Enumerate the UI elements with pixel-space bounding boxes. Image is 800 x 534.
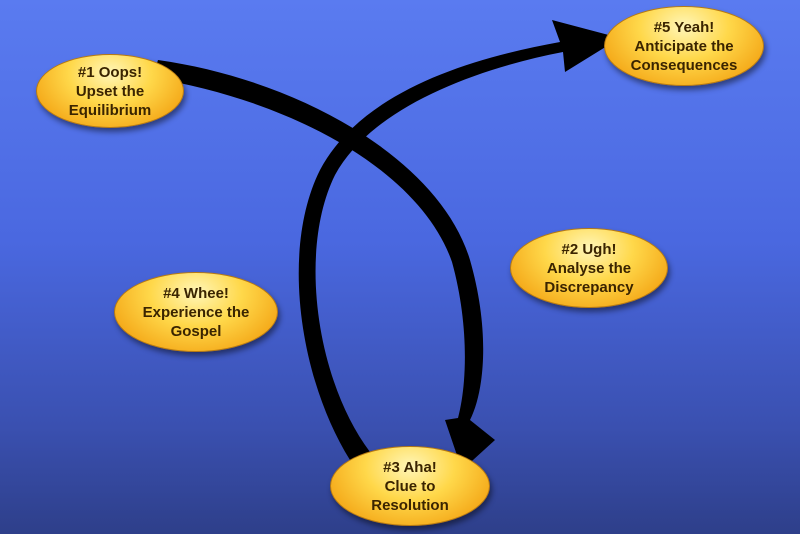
node-yeah-line2: Anticipate the [634,37,734,55]
node-ugh-line3: Discrepancy [544,278,634,296]
node-aha-line3: Resolution [371,496,449,514]
node-yeah: #5 Yeah! Anticipate the Consequences [604,6,764,86]
node-oops-line1: #1 Oops! [77,63,143,81]
node-aha-line2: Clue to [384,477,436,495]
arrow-aha-to-yeah [298,20,620,460]
node-ugh-line1: #2 Ugh! [561,240,617,258]
node-yeah-line3: Consequences [630,56,738,74]
node-oops: #1 Oops! Upset the Equilibrium [36,54,184,128]
node-oops-line2: Upset the [75,82,145,100]
node-yeah-line1: #5 Yeah! [653,18,715,36]
node-whee-line3: Gospel [170,322,222,340]
node-whee-line2: Experience the [142,303,250,321]
node-ugh: #2 Ugh! Analyse the Discrepancy [510,228,668,308]
node-aha: #3 Aha! Clue to Resolution [330,446,490,526]
node-oops-line3: Equilibrium [68,101,152,119]
node-whee: #4 Whee! Experience the Gospel [114,272,278,352]
arrow-oops-to-aha [152,60,495,470]
node-whee-line1: #4 Whee! [163,284,229,302]
node-aha-line1: #3 Aha! [383,458,437,476]
node-ugh-line2: Analyse the [546,259,632,277]
